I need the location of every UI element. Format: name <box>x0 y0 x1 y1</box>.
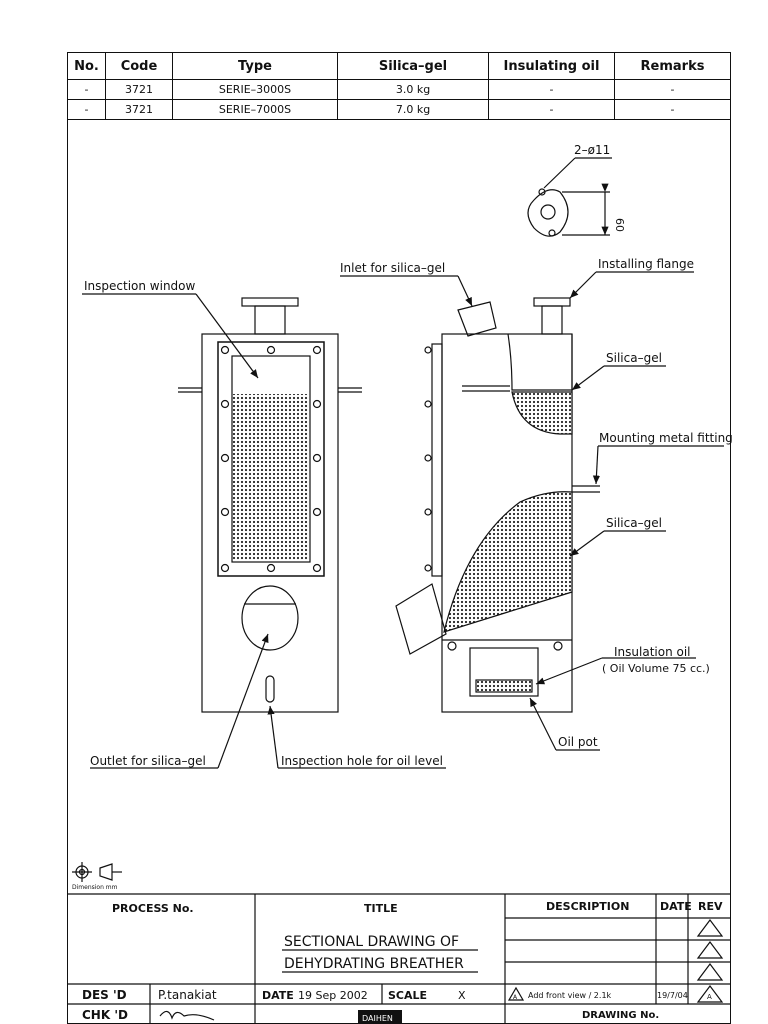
rev-symbol: A <box>513 994 518 1001</box>
flange-dimension-label: 60 <box>613 218 626 232</box>
upper-silica-gel <box>511 391 573 435</box>
inlet-pipe <box>457 301 497 337</box>
inspection-hole-label: Inspection hole for oil level <box>281 754 443 768</box>
des-label: DES 'D <box>82 988 127 1002</box>
oil-volume-label: ( Oil Volume 75 cc.) <box>602 662 710 675</box>
outlet-label: Outlet for silica–gel <box>90 754 206 768</box>
company-stamp <box>358 1010 402 1024</box>
cell-code: 3721 <box>105 99 173 120</box>
inspection-window-label: Inspection window <box>84 279 196 293</box>
revision-triangles <box>507 919 724 1003</box>
rev-header: REV <box>698 900 723 913</box>
flange-detail <box>527 157 612 237</box>
designer-name: P.tanakiat <box>158 988 217 1002</box>
outlet-pipe <box>395 583 447 655</box>
lower-silica-gel <box>443 491 573 633</box>
scale-value: X <box>458 989 466 1002</box>
oil-pot <box>469 647 539 697</box>
silica-gel-lower-label: Silica–gel <box>606 516 662 530</box>
title-header: TITLE <box>364 902 398 915</box>
col-header-code: Code <box>105 52 173 80</box>
insulation-oil-label: Insulation oil <box>614 645 691 659</box>
side-section-view <box>395 297 600 713</box>
date-header: DATE <box>660 900 692 913</box>
inspection-hole <box>265 675 275 703</box>
dimension-note: Dimension mm <box>72 884 118 891</box>
signature-mark <box>159 1010 215 1021</box>
description-header: DESCRIPTION <box>546 900 629 913</box>
drawing-no-label: DRAWING No. <box>582 1010 659 1021</box>
drawing-title-line2: DEHYDRATING BREATHER <box>284 956 464 972</box>
process-no-label: PROCESS No. <box>112 902 194 915</box>
col-header-remarks: Remarks <box>614 52 731 80</box>
title-block-frame <box>67 893 731 1024</box>
installing-flange-label: Installing flange <box>598 257 694 271</box>
cell-remarks: - <box>614 99 731 120</box>
flange-holes-label: 2–ø11 <box>574 143 610 157</box>
chk-label: CHK 'D <box>82 1008 128 1022</box>
projection-symbol-icon <box>72 862 122 882</box>
table-row: - 3721 SERIE–3000S 3.0 kg - - <box>67 79 731 100</box>
silica-gel-fill <box>233 394 309 560</box>
outlet-cap <box>241 585 299 651</box>
revision-note: Add front view / 2.1k <box>528 991 612 1000</box>
date-value: 19 Sep 2002 <box>298 989 368 1002</box>
flange-holes-leader <box>543 157 576 189</box>
front-view <box>178 297 362 713</box>
mounting-fitting-label: Mounting metal fitting <box>599 431 733 445</box>
drawing-title-line1: SECTIONAL DRAWING OF <box>284 934 459 950</box>
revision-date: 19/7/04 <box>657 991 688 1000</box>
company-stamp-text: DAIHEN <box>362 1014 393 1023</box>
spec-table-header-row: No. Code Type Silica–gel Insulating oil … <box>67 52 731 80</box>
oil-pot-label: Oil pot <box>558 735 598 749</box>
inlet-label: Inlet for silica–gel <box>340 261 445 275</box>
date-label: DATE <box>262 989 294 1002</box>
revision-letter: A <box>707 993 712 1001</box>
leader-lines <box>82 271 724 769</box>
scale-label: SCALE <box>388 989 427 1002</box>
table-row: - 3721 SERIE–7000S 7.0 kg - - <box>67 99 731 120</box>
cell-type: SERIE–7000S <box>172 99 338 120</box>
spec-table: No. Code Type Silica–gel Insulating oil … <box>67 52 731 120</box>
silica-gel-upper-label: Silica–gel <box>606 351 662 365</box>
